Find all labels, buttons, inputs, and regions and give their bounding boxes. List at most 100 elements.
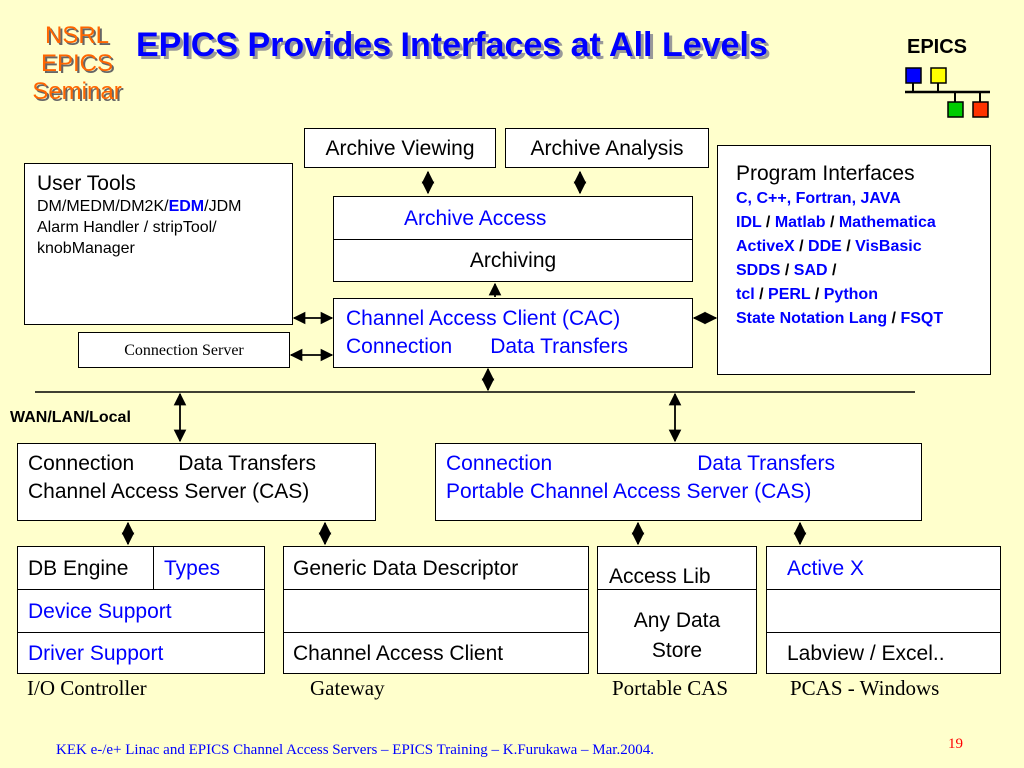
program-interfaces-line: SDDS / SAD / <box>736 259 990 283</box>
archive-analysis-label: Archive Analysis <box>530 137 684 160</box>
portable-cas-caption: Portable CAS <box>612 676 729 700</box>
device-support-cell: Device Support <box>18 590 264 633</box>
page-title: EPICS Provides Interfaces at All Levels <box>136 26 768 64</box>
portable-cas-stack: Access Lib Any Data Store <box>597 546 757 674</box>
program-interfaces-item: / <box>841 238 856 255</box>
archiving-cell: Archiving <box>334 240 692 282</box>
ioc-caption: I/O Controller <box>27 676 147 700</box>
program-interfaces-list: C, C++, Fortran, JAVA IDL / Matlab / Math… <box>736 187 990 331</box>
program-interfaces-item: / <box>761 214 775 231</box>
gateway-caption: Gateway <box>310 676 385 700</box>
user-tools-title: User Tools <box>37 172 136 195</box>
ioc-stack: DB Engine Types Device Support Driver Su… <box>17 546 265 674</box>
logo-line-epics: EPICS <box>40 50 114 77</box>
user-tools-line-display-managers: DM/MEDM/DM2K/EDM/JDM <box>37 198 292 216</box>
gateway-empty-cell <box>284 590 588 633</box>
program-interfaces-item: IDL <box>736 214 762 231</box>
user-tools-line-knob: knobManager <box>37 240 135 257</box>
gateway-stack: Generic Data Descriptor Channel Access C… <box>283 546 589 674</box>
activex-cell: Active X <box>767 547 1000 590</box>
program-interfaces-item: PERL <box>768 286 811 303</box>
connection-server-label: Connection Server <box>124 342 244 359</box>
pcas-sub: Connection Data Transfers <box>446 452 921 476</box>
archive-access-cell: Archive Access <box>334 197 692 240</box>
db-engine-label: DB Engine <box>28 557 129 580</box>
user-tools-box: User Tools DM/MEDM/DM2K/EDM/JDM Alarm Ha… <box>24 163 293 325</box>
program-interfaces-item: SAD <box>793 262 828 279</box>
types-label: Types <box>164 557 221 580</box>
gdd-cell: Generic Data Descriptor <box>284 547 588 590</box>
program-interfaces-item: C, C++, Fortran, JAVA <box>736 190 901 207</box>
program-interfaces-item: Matlab <box>774 214 826 231</box>
pcas-windows-empty-cell <box>767 590 1000 633</box>
user-tools-display-managers: DM/MEDM/DM2K/ <box>37 198 169 215</box>
page-number: 19 <box>948 736 963 752</box>
archiving-box: Archive Access Archiving <box>333 196 693 282</box>
device-support-label: Device Support <box>28 600 172 623</box>
program-interfaces-line: C, C++, Fortran, JAVA <box>736 187 990 211</box>
cas-title: Channel Access Server (CAS) <box>28 480 310 503</box>
user-tools-jdm: /JDM <box>204 198 242 215</box>
access-lib-label: Access Lib <box>609 565 711 588</box>
epics-logo-square-blue <box>905 67 922 84</box>
program-interfaces-item: SDDS <box>736 262 781 279</box>
epics-logo-label: EPICS <box>907 36 968 58</box>
labview-cell: Labview / Excel.. <box>767 633 1000 674</box>
cas-connection-label: Connection <box>28 452 135 475</box>
program-interfaces-item: Python <box>823 286 878 303</box>
program-interfaces-line: IDL / Matlab / Mathematica <box>736 211 990 235</box>
archiving-label: Archiving <box>469 249 557 272</box>
archive-access-label: Archive Access <box>404 207 547 230</box>
epics-logo-square-yellow <box>930 67 947 84</box>
program-interfaces-item: ActiveX <box>736 238 795 255</box>
archive-viewing-label: Archive Viewing <box>325 137 475 160</box>
program-interfaces-item: FSQT <box>900 310 944 327</box>
program-interfaces-line: State Notation Lang / FSQT <box>736 307 990 331</box>
program-interfaces-item: Mathematica <box>838 214 936 231</box>
gdd-label: Generic Data Descriptor <box>293 557 519 580</box>
pcas-windows-stack: Active X Labview / Excel.. <box>766 546 1001 674</box>
logo-line-seminar: Seminar <box>32 78 122 105</box>
cas-box: Connection Data Transfers Channel Access … <box>17 443 376 521</box>
labview-label: Labview / Excel.. <box>787 642 945 665</box>
cas-sub: Connection Data Transfers <box>28 452 375 476</box>
footer-text: KEK e-/e+ Linac and EPICS Channel Access… <box>56 742 654 758</box>
epics-logo-square-red <box>972 101 989 118</box>
archive-analysis-box: Archive Analysis <box>505 128 709 168</box>
connection-server-box: Connection Server <box>78 332 290 368</box>
activex-label: Active X <box>787 557 865 580</box>
any-data-line1: Any Data <box>633 609 721 632</box>
any-data-line2: Store <box>651 639 703 662</box>
program-interfaces-item: VisBasic <box>855 238 922 255</box>
seminar-logo: NSRL EPICS Seminar <box>18 22 136 106</box>
program-interfaces-item: / <box>887 310 901 327</box>
pcas-box: Connection Data Transfers Portable Channe… <box>435 443 922 521</box>
program-interfaces-item: tcl <box>736 286 755 303</box>
program-interfaces-line: ActiveX / DDE / VisBasic <box>736 235 990 259</box>
program-interfaces-item: / <box>780 262 794 279</box>
program-interfaces-item: / <box>754 286 769 303</box>
network-label: WAN/LAN/Local <box>10 409 131 426</box>
pcas-windows-caption: PCAS - Windows <box>790 676 940 700</box>
user-tools-edm: EDM <box>168 198 205 215</box>
cac-title: Channel Access Client (CAC) <box>346 307 621 330</box>
pcas-title: Portable Channel Access Server (CAS) <box>446 480 812 503</box>
pcas-connection-label: Connection <box>446 452 553 475</box>
archive-viewing-box: Archive Viewing <box>304 128 496 168</box>
epics-logo-square-green <box>947 101 964 118</box>
program-interfaces-item: / <box>794 238 809 255</box>
program-interfaces-item: DDE <box>808 238 842 255</box>
program-interfaces-line: tcl / PERL / Python <box>736 283 990 307</box>
user-tools-line-alarm: Alarm Handler / stripTool/ <box>37 219 217 236</box>
program-interfaces-item: / <box>827 262 837 279</box>
program-interfaces-title: Program Interfaces <box>736 162 915 185</box>
logo-line-nsrl: NSRL <box>44 22 110 49</box>
program-interfaces-item: / <box>810 286 824 303</box>
cac-connection-label: Connection <box>346 335 453 358</box>
any-data-store-cell: Any Data Store <box>598 590 756 674</box>
pcas-data-transfers-label: Data Transfers <box>697 452 835 475</box>
cas-data-transfers-label: Data Transfers <box>178 452 316 475</box>
db-engine-cell: DB Engine <box>18 547 154 589</box>
